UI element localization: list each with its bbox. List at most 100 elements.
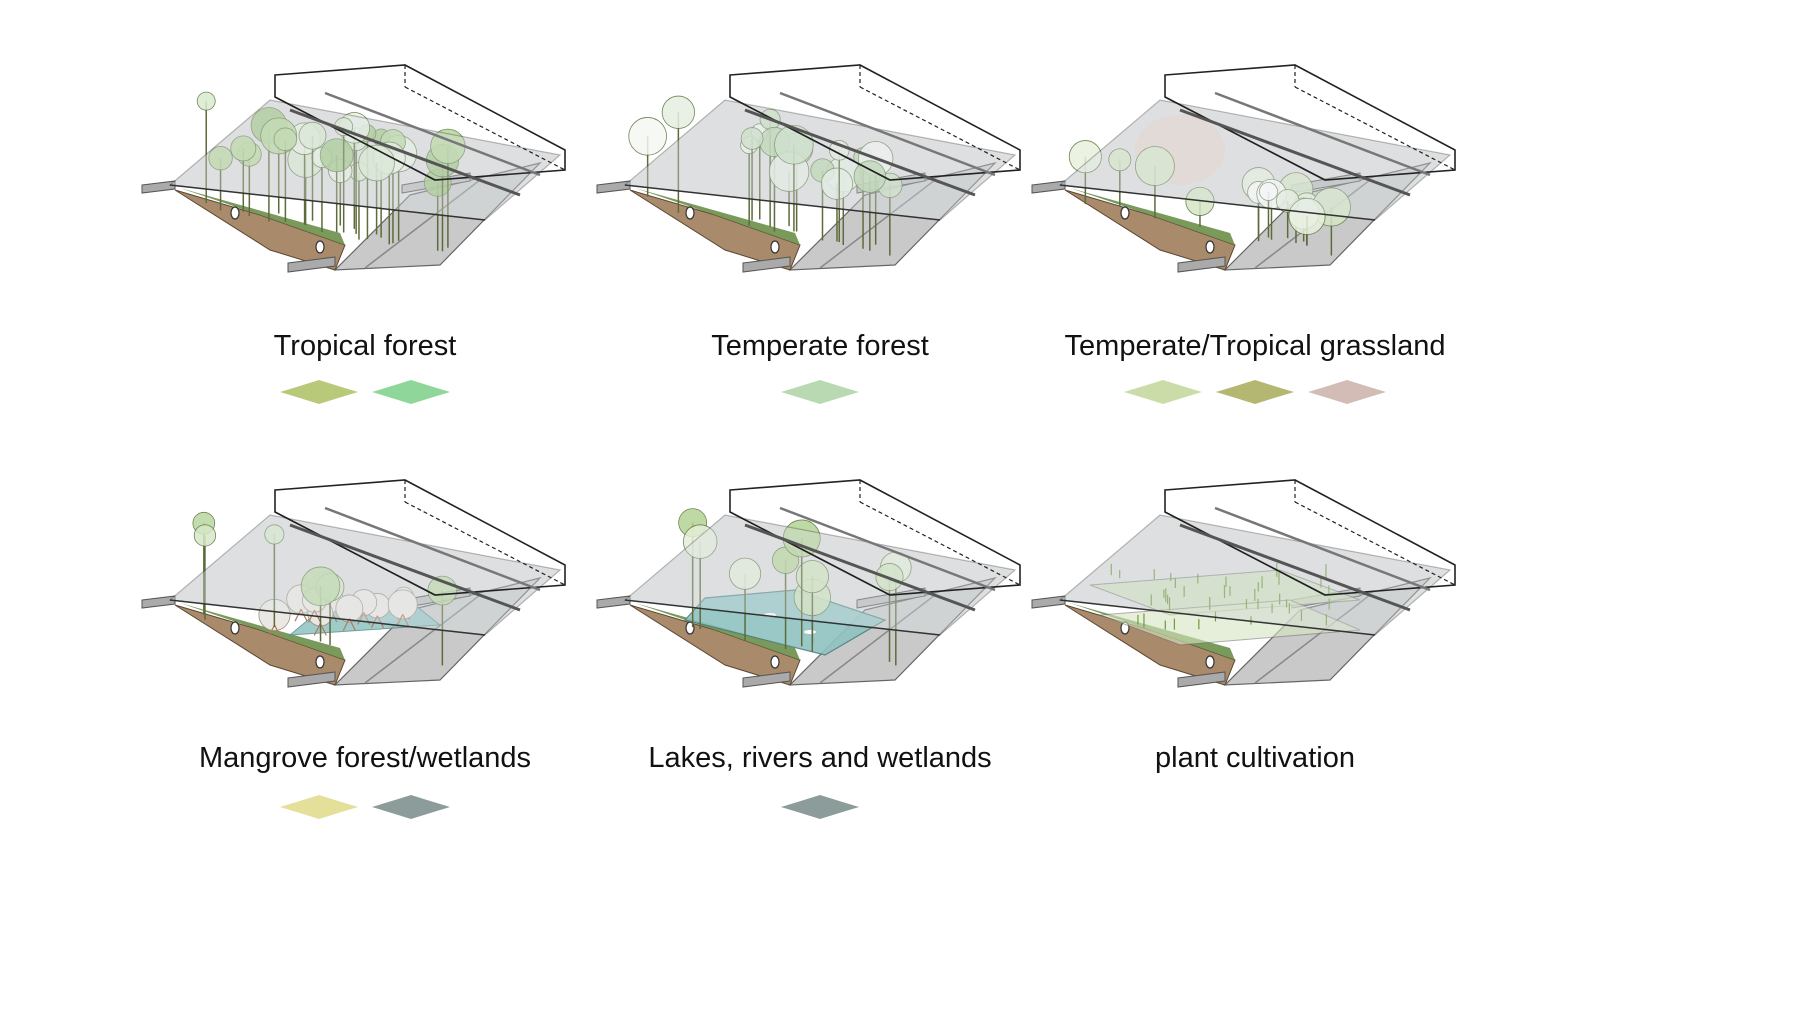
swatch-leaf-shape bbox=[781, 380, 859, 404]
roof-frame-dashed bbox=[859, 86, 1021, 171]
panel-caption: Mangrove forest/wetlands bbox=[198, 742, 532, 774]
tree-canopy bbox=[1108, 148, 1132, 172]
roof-frame-edge bbox=[729, 96, 891, 181]
roof-beam bbox=[324, 91, 541, 177]
roof-beam bbox=[744, 108, 976, 197]
color-swatch bbox=[781, 380, 859, 404]
roof-frame-edge bbox=[274, 96, 436, 181]
color-legend bbox=[595, 795, 1045, 819]
roof-beam bbox=[289, 523, 521, 612]
swatch-leaf-shape bbox=[1308, 380, 1386, 404]
roof-front-edge bbox=[624, 599, 941, 636]
pipe-bottom bbox=[742, 671, 791, 688]
pipe-left bbox=[1031, 180, 1066, 194]
roof-frame-edge bbox=[1164, 511, 1326, 596]
drain-hole bbox=[315, 655, 325, 669]
drain-hole bbox=[1205, 655, 1215, 669]
mangrove-root bbox=[294, 608, 302, 622]
roof-beam bbox=[779, 506, 996, 592]
color-swatch bbox=[781, 795, 859, 819]
roof-beam bbox=[1179, 523, 1411, 612]
wedge-rib bbox=[819, 594, 936, 684]
color-swatch bbox=[1216, 380, 1294, 404]
panel-caption: plant cultivation bbox=[1155, 742, 1355, 774]
plant-cultivation-biome-icon bbox=[1031, 479, 1456, 688]
color-legend bbox=[595, 380, 1045, 404]
panel-caption: Temperate/Tropical grassland bbox=[1064, 330, 1446, 362]
roof-frame-dashed bbox=[404, 501, 566, 586]
drain-hole bbox=[685, 206, 695, 220]
roof-front-edge bbox=[1059, 184, 1376, 221]
pipe-left bbox=[1031, 595, 1066, 609]
mangrove-root bbox=[313, 623, 321, 636]
roof-beam bbox=[1214, 506, 1431, 592]
pipe-bottom bbox=[1177, 256, 1226, 273]
mangrove-root bbox=[402, 614, 410, 627]
support-wedge bbox=[333, 576, 542, 686]
tree-canopy bbox=[1068, 140, 1102, 174]
mangrove-biome-icon bbox=[141, 479, 566, 688]
pipe-left bbox=[141, 595, 176, 609]
panel-caption: Lakes, rivers and wetlands bbox=[648, 742, 992, 774]
roof-beam bbox=[289, 108, 521, 197]
swatch-leaf-shape bbox=[280, 380, 358, 404]
tree-canopy bbox=[319, 138, 354, 173]
color-legend bbox=[140, 795, 590, 819]
soil-section bbox=[629, 189, 801, 271]
roof-frame-dashed bbox=[1294, 501, 1456, 586]
pipe-bottom bbox=[287, 671, 336, 688]
pipe-bottom bbox=[287, 256, 336, 273]
tree-canopy bbox=[728, 557, 762, 590]
soil-section bbox=[174, 604, 346, 686]
tree-canopy bbox=[298, 121, 327, 150]
pipe-left bbox=[141, 180, 176, 194]
tree-canopy bbox=[740, 127, 764, 150]
grassland-biome-icon bbox=[1031, 64, 1456, 273]
mangrove-canopy bbox=[335, 594, 364, 623]
swatch-leaf-shape bbox=[372, 380, 450, 404]
drain-hole bbox=[230, 206, 240, 220]
swatch-leaf-shape bbox=[1216, 380, 1294, 404]
drain-hole bbox=[1120, 206, 1130, 220]
roof-frame-dashed bbox=[404, 86, 566, 171]
drain-hole bbox=[315, 240, 325, 254]
pipe-bottom bbox=[1177, 671, 1226, 688]
roof-front-edge bbox=[1059, 599, 1376, 636]
color-swatch bbox=[372, 380, 450, 404]
biome-panel-lake: Lakes, rivers and wetlands bbox=[595, 470, 1045, 830]
pipe-left bbox=[596, 180, 631, 194]
roof-frame-dashed bbox=[1294, 86, 1456, 171]
biome-scene bbox=[1031, 479, 1456, 688]
pipe-left bbox=[596, 595, 631, 609]
color-swatch bbox=[280, 795, 358, 819]
tree-canopy bbox=[628, 117, 667, 156]
tree-canopy bbox=[661, 95, 695, 129]
color-swatch bbox=[1308, 380, 1386, 404]
drain-hole bbox=[770, 240, 780, 254]
mangrove-root bbox=[357, 612, 365, 625]
swatch-leaf-shape bbox=[280, 795, 358, 819]
tree-canopy bbox=[820, 167, 854, 200]
roof-frame-edge bbox=[729, 511, 891, 596]
mangrove-root bbox=[376, 615, 384, 628]
roof-frame-dashed bbox=[859, 501, 1021, 586]
drain-hole bbox=[770, 655, 780, 669]
tree-canopy bbox=[193, 524, 217, 547]
biome-scene bbox=[141, 64, 566, 273]
tree-canopy bbox=[795, 560, 829, 594]
roof-beam bbox=[779, 91, 996, 177]
biome-scene bbox=[1031, 64, 1456, 273]
mangrove-root bbox=[273, 624, 282, 638]
roof-front-edge bbox=[624, 184, 941, 221]
panel-caption: Tropical forest bbox=[273, 330, 457, 362]
tree-canopy bbox=[208, 145, 233, 171]
roof-frame-edge bbox=[1164, 96, 1326, 181]
roof-beam bbox=[1179, 108, 1411, 197]
tree-canopy bbox=[1288, 197, 1326, 235]
mangrove-root bbox=[319, 623, 327, 636]
drain-hole bbox=[230, 621, 240, 635]
tree-canopy bbox=[1259, 182, 1278, 201]
swatch-leaf-shape bbox=[1124, 380, 1202, 404]
swatch-leaf-shape bbox=[781, 795, 859, 819]
panel-caption: Temperate forest bbox=[711, 330, 929, 362]
